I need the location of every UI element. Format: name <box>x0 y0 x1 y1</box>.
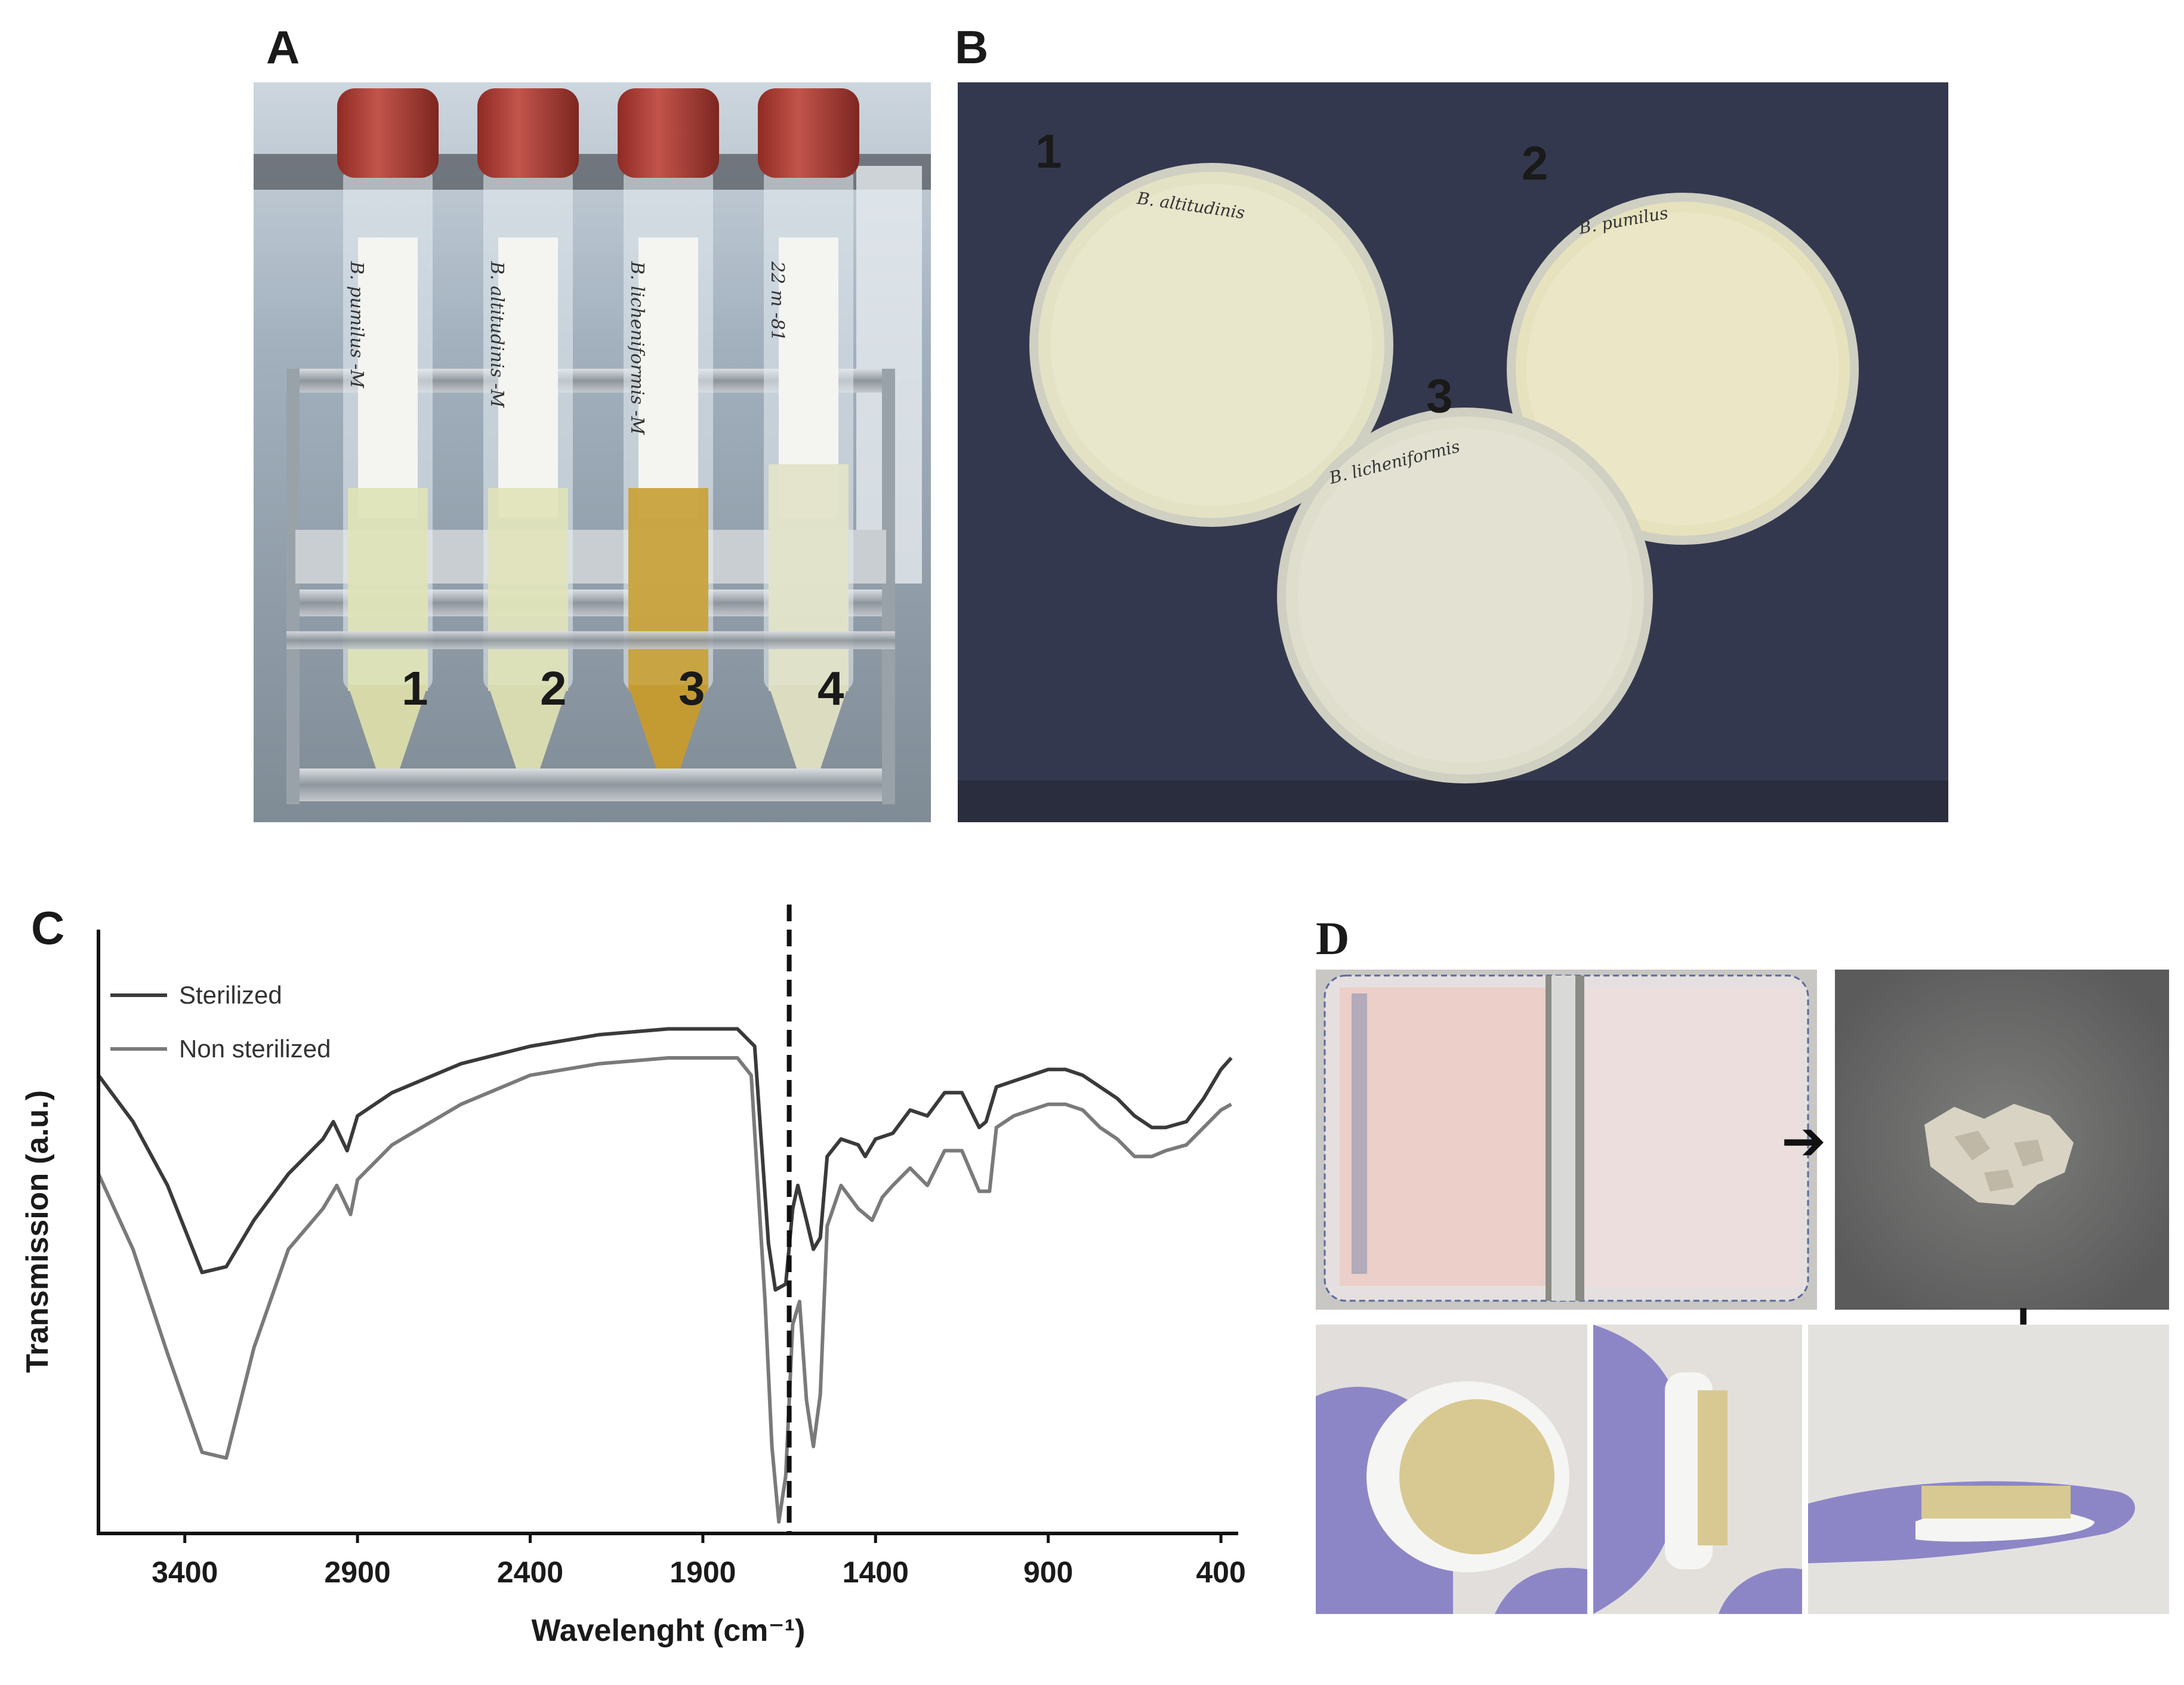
legend-label-2: Non sterilized <box>179 1035 331 1063</box>
arrow-right-icon: ➔ <box>1781 1112 1827 1171</box>
series-line-1 <box>97 1027 1233 1292</box>
panel-b-letter: B <box>955 21 989 73</box>
sample-disc-edge-illustration <box>1808 1325 2169 1614</box>
tube-number-1: 1 <box>402 662 428 715</box>
series-line-2 <box>97 1056 1232 1524</box>
tube-label-2: B. altitudinis -M <box>486 261 507 408</box>
tube-number-4: 4 <box>818 662 844 715</box>
x-tick-label: 2900 <box>324 1556 390 1589</box>
x-tick-label: 3400 <box>152 1556 218 1589</box>
plate-number-2: 2 <box>1522 137 1548 190</box>
freeze-dried-bags-illustration <box>1316 970 1817 1310</box>
panel-a-photo-tubes: 1 2 3 4 B. pumilus -M B. altitudinis -M … <box>254 82 931 822</box>
legend-label-1: Sterilized <box>179 981 282 1009</box>
tube-label-3: B. licheniformis -M <box>627 261 647 435</box>
panel-d-letter: D <box>1316 912 1350 964</box>
tube-number-2: 2 <box>540 662 567 715</box>
panel-d-photo-bags <box>1316 970 1817 1310</box>
panel-d-photo-disc-front <box>1316 1325 1587 1614</box>
freeze-dried-flakes-illustration <box>1835 970 2169 1310</box>
y-axis-label: Transmission (a.u.) <box>20 1090 55 1373</box>
plate-1 <box>1029 163 1393 527</box>
panel-d-photo-flakes <box>1835 970 2169 1310</box>
tube-label-1: B. pumilus -M <box>346 261 367 388</box>
plate-3 <box>1277 408 1653 783</box>
agar-plates-illustration <box>958 82 1948 822</box>
chart-series-group <box>97 1027 1233 1524</box>
chart-axes: 3400 2900 2400 1900 1400 900 400 <box>97 930 1246 1589</box>
panel-b-photo-plates: 1 2 3 B. altitudinis B. pumilus B. liche… <box>958 82 1948 822</box>
x-tick-label: 400 <box>1196 1556 1245 1589</box>
panel-a-letter: A <box>266 21 300 73</box>
sample-disc-side-illustration <box>1593 1325 1802 1614</box>
ftir-chart: 3400 2900 2400 1900 1400 900 400 SterilizedNon… <box>20 905 1246 1648</box>
plate-2 <box>1507 193 1859 545</box>
tube-rack-illustration <box>254 82 931 822</box>
panel-d-photo-disc-edge <box>1808 1325 2169 1614</box>
plate-number-3: 3 <box>1426 369 1453 422</box>
tube-label-4: 22 m -81 <box>767 261 788 342</box>
panel-d-photo-disc-side <box>1593 1325 1802 1614</box>
tube-number-3: 3 <box>678 662 705 715</box>
x-tick-label: 2400 <box>497 1556 563 1589</box>
sample-disc-front-illustration <box>1316 1325 1587 1614</box>
x-tick-label: 900 <box>1023 1556 1073 1589</box>
x-axis-label: Wavelenght (cm⁻¹) <box>532 1613 806 1648</box>
x-tick-label: 1900 <box>670 1556 736 1589</box>
panel-c-letter: C <box>31 902 65 954</box>
plate-number-1: 1 <box>1035 125 1062 178</box>
x-tick-label: 1400 <box>843 1556 909 1589</box>
